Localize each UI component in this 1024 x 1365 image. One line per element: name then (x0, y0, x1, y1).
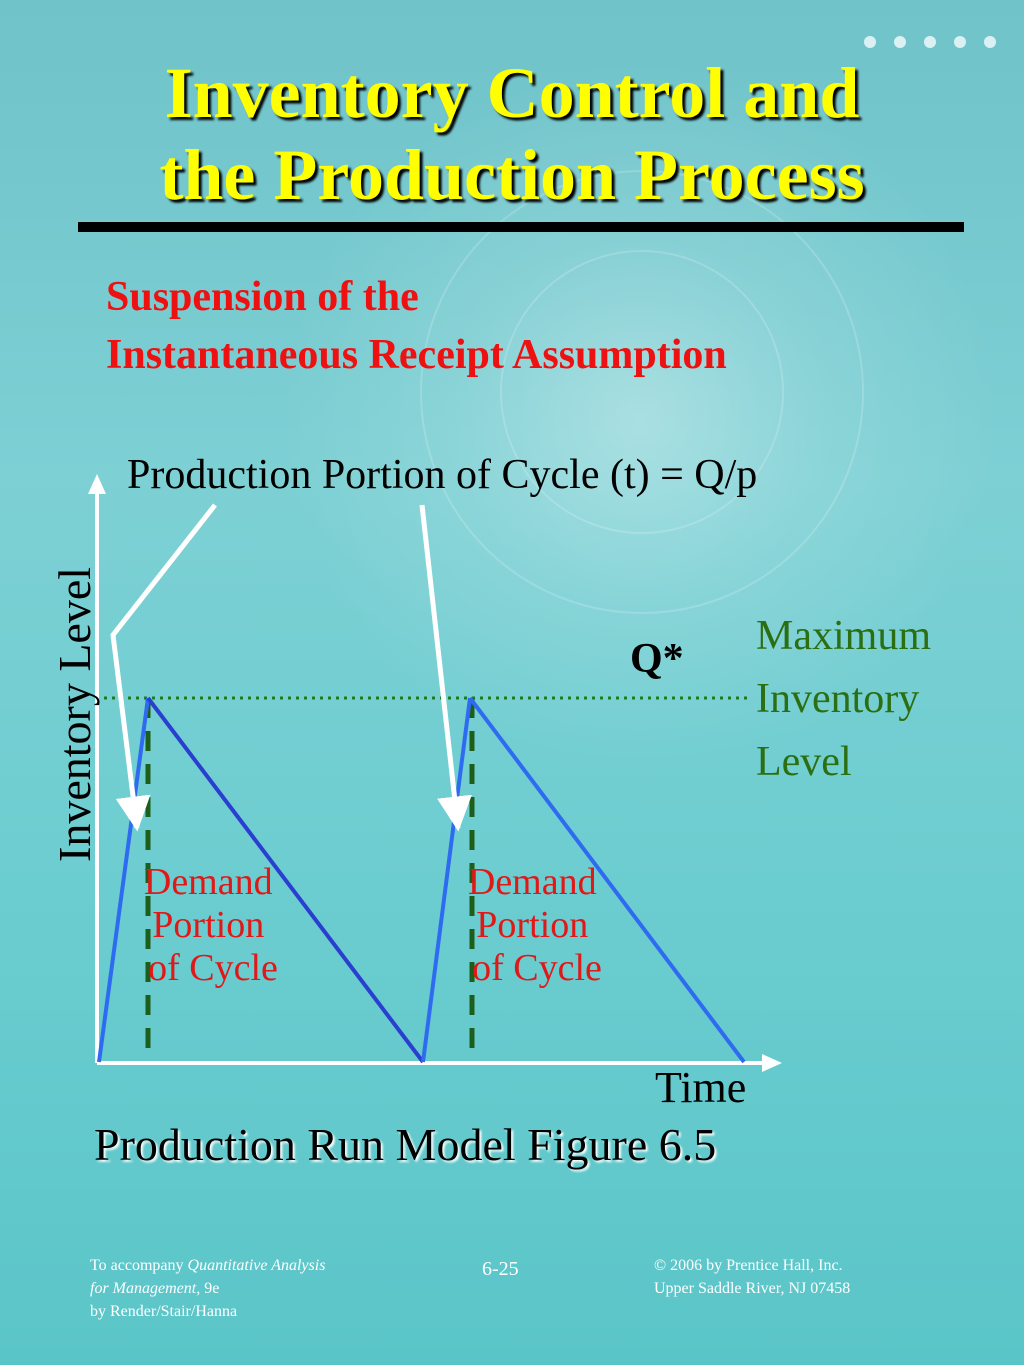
x-axis-label: Time (655, 1063, 746, 1112)
footer-book-title-cont: for Management, (90, 1280, 201, 1297)
footer-authors: by Render/Stair/Hanna (90, 1303, 238, 1320)
x-axis-arrow-icon (762, 1054, 782, 1072)
footer-prefix: To accompany (90, 1257, 188, 1274)
demand-label-line: Portion (152, 904, 264, 946)
y-axis-arrow-icon (88, 474, 106, 494)
slide-subtitle: Suspension of the Instantaneous Receipt … (106, 268, 727, 384)
demand-label-line: of Cycle (472, 947, 602, 989)
title-divider (78, 222, 964, 232)
demand-line (468, 696, 746, 1064)
dot-icon (894, 36, 906, 48)
demand-label-line: Demand (144, 861, 273, 903)
publisher-address: Upper Saddle River, NJ 07458 (654, 1280, 851, 1297)
footer-edition: 9e (200, 1280, 220, 1297)
production-line (421, 697, 472, 1063)
demand-label-line: Portion (476, 904, 588, 946)
dot-icon (924, 36, 936, 48)
subtitle-line1: Suspension of the (106, 274, 419, 320)
max-inventory-label: Maximum Inventory Level (756, 613, 942, 785)
y-axis-label: Inventory Level (49, 567, 100, 862)
demand-label-line: Demand (468, 861, 597, 903)
q-star-label: Q* (630, 636, 684, 682)
footer-citation: To accompany Quantitative Analysis for M… (90, 1254, 325, 1323)
production-line (97, 697, 150, 1063)
demand-line (146, 696, 425, 1064)
demand-portion-label: Demand Portion of Cycle (468, 861, 606, 989)
max-label-line: Inventory (756, 676, 919, 722)
copyright-line: © 2006 by Prentice Hall, Inc. (654, 1257, 843, 1274)
callout-arrow-1 (110, 503, 217, 832)
decorative-dots (864, 36, 996, 48)
figure-caption: Production Run Model Figure 6.5 (94, 1119, 717, 1170)
production-portion-label: Production Portion of Cycle (t) = Q/p (127, 452, 757, 498)
dot-icon (864, 36, 876, 48)
subtitle-line2: Instantaneous Receipt Assumption (106, 332, 727, 378)
demand-label-line: of Cycle (148, 947, 278, 989)
dot-icon (984, 36, 996, 48)
footer-copyright: © 2006 by Prentice Hall, Inc. Upper Sadd… (654, 1254, 850, 1300)
background-ring (500, 250, 784, 534)
max-label-line: Maximum (756, 613, 931, 659)
slide-title: Inventory Control and the Production Pro… (0, 52, 1024, 216)
max-label-line: Level (756, 739, 852, 785)
page-number: 6-25 (482, 1258, 519, 1280)
callout-arrow-2 (419, 504, 472, 832)
footer-book-title: Quantitative Analysis (187, 1257, 326, 1274)
demand-portion-label: Demand Portion of Cycle (144, 861, 282, 989)
slide-title-line1: Inventory Control and (164, 53, 860, 133)
background-ring (420, 170, 864, 614)
slide-title-line2: the Production Process (159, 135, 865, 215)
dot-icon (954, 36, 966, 48)
